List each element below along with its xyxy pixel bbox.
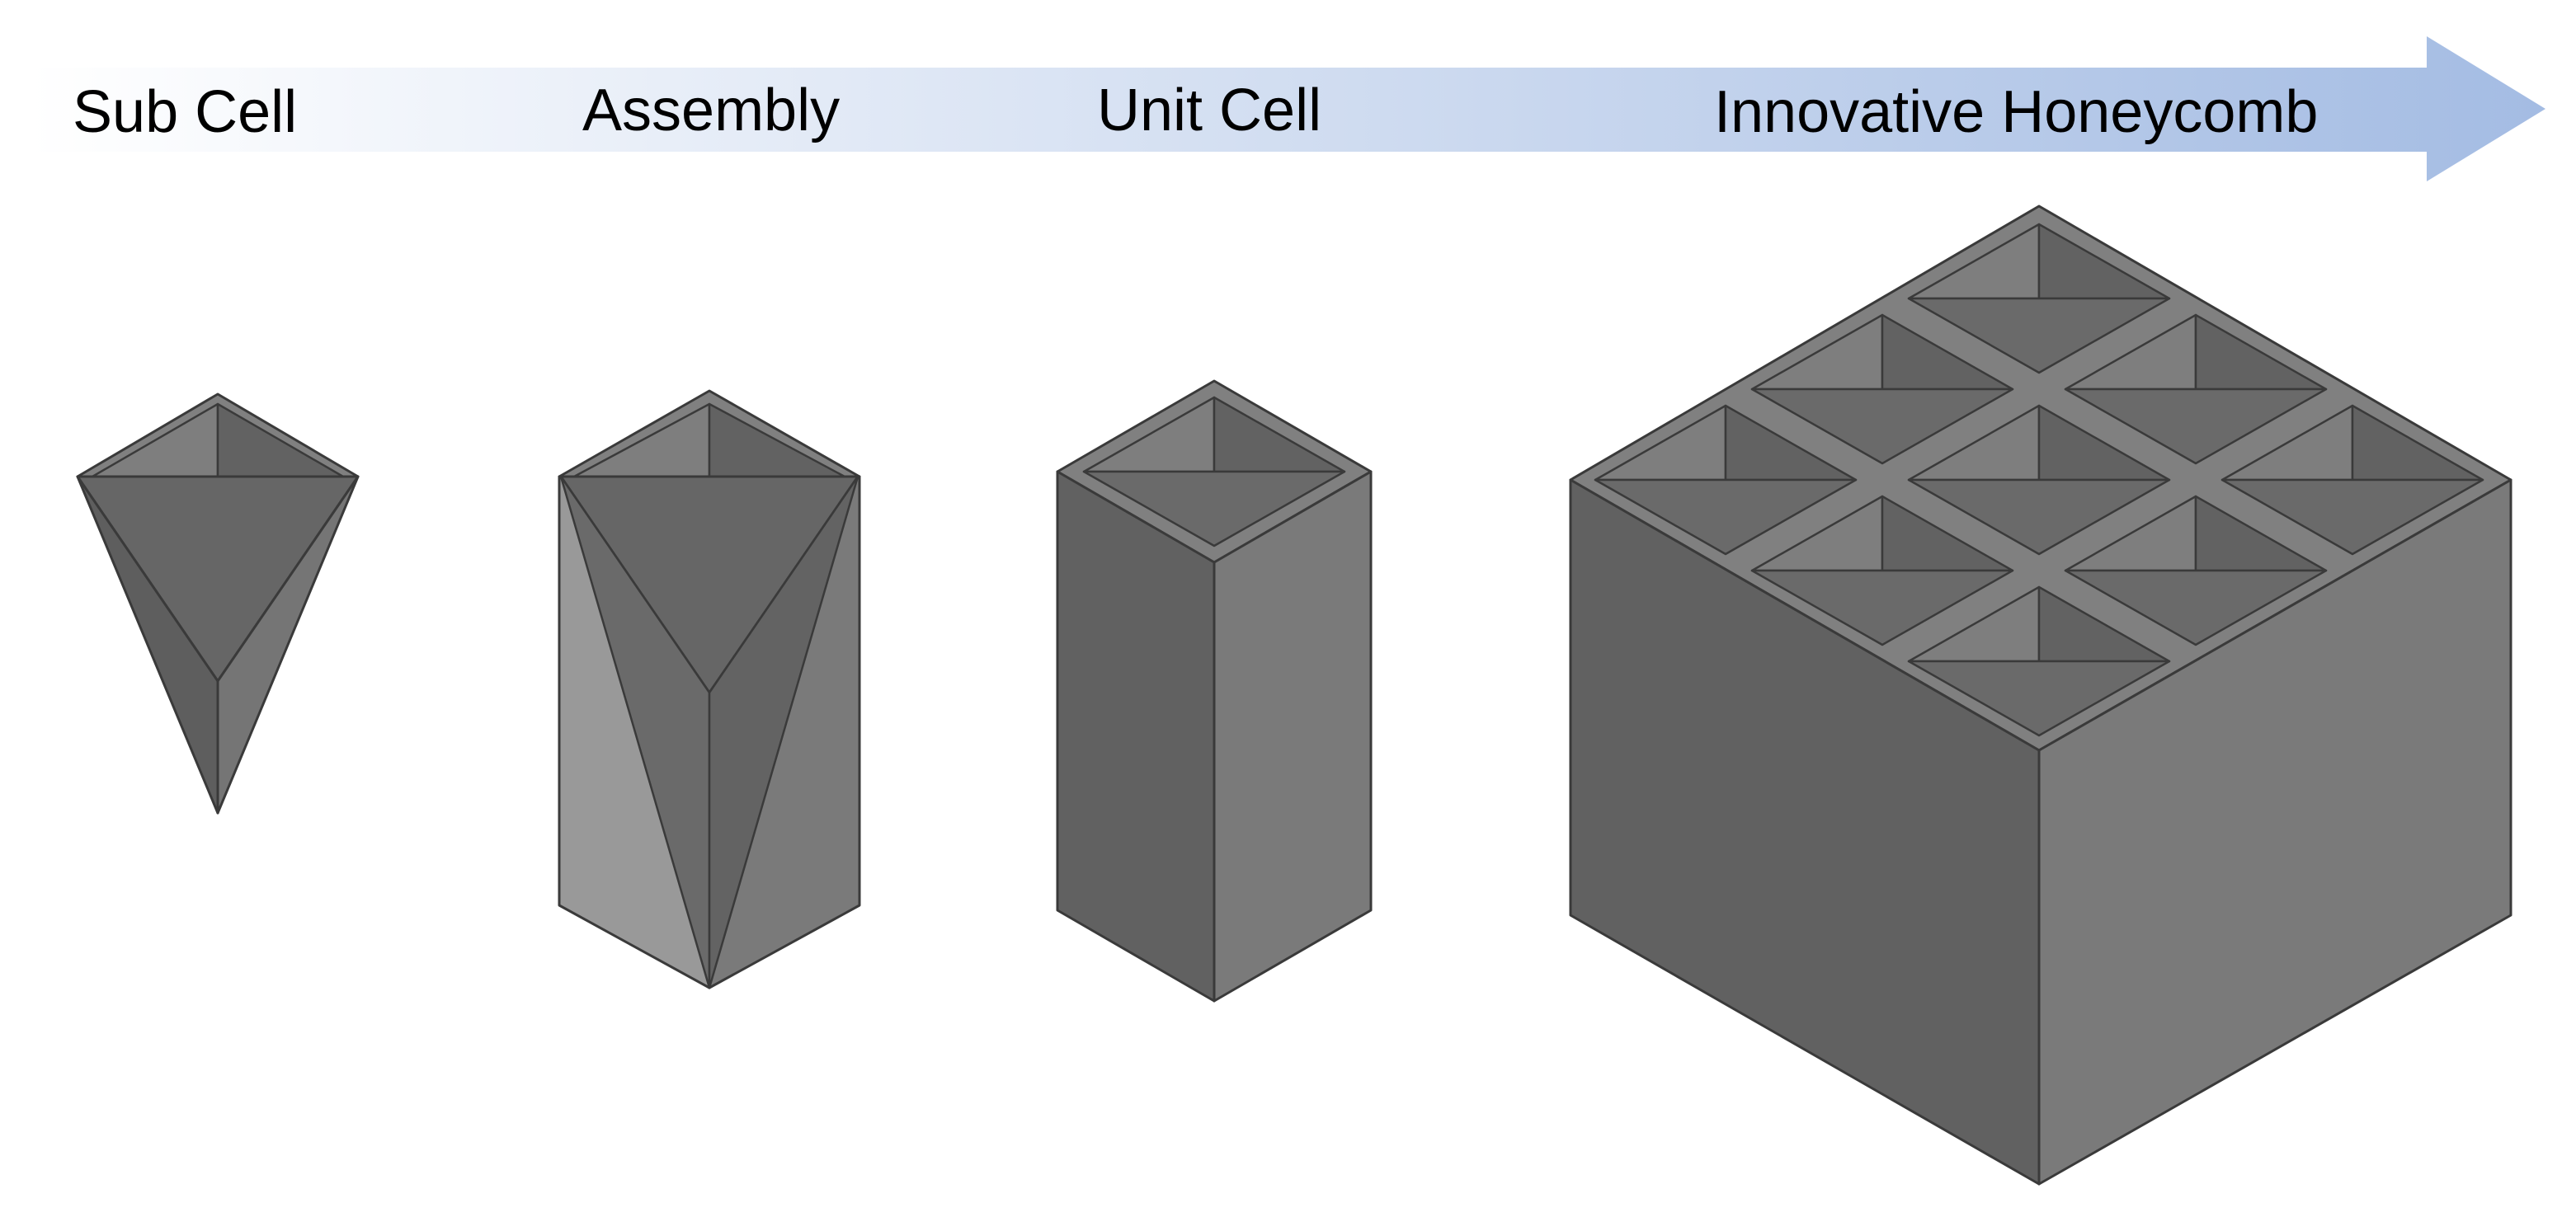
innovative-honeycomb-shape xyxy=(1569,204,2512,1186)
sub-cell-shape xyxy=(76,392,360,815)
unit-cell-shape xyxy=(1056,379,1373,1003)
honeycomb-cell-row-2 xyxy=(1594,404,2484,556)
stage-label-innovative-honeycomb: Innovative Honeycomb xyxy=(1714,79,2318,145)
assembly-shape xyxy=(558,389,861,989)
stage-label-sub-cell: Sub Cell xyxy=(73,79,297,145)
stage-label-assembly: Assembly xyxy=(582,78,840,143)
stage-label-unit-cell: Unit Cell xyxy=(1097,78,1321,143)
honeycomb-cell-row-1 xyxy=(1750,223,2328,465)
honeycomb-cell-row-3 xyxy=(1750,495,2328,737)
process-arrow xyxy=(30,36,2545,181)
